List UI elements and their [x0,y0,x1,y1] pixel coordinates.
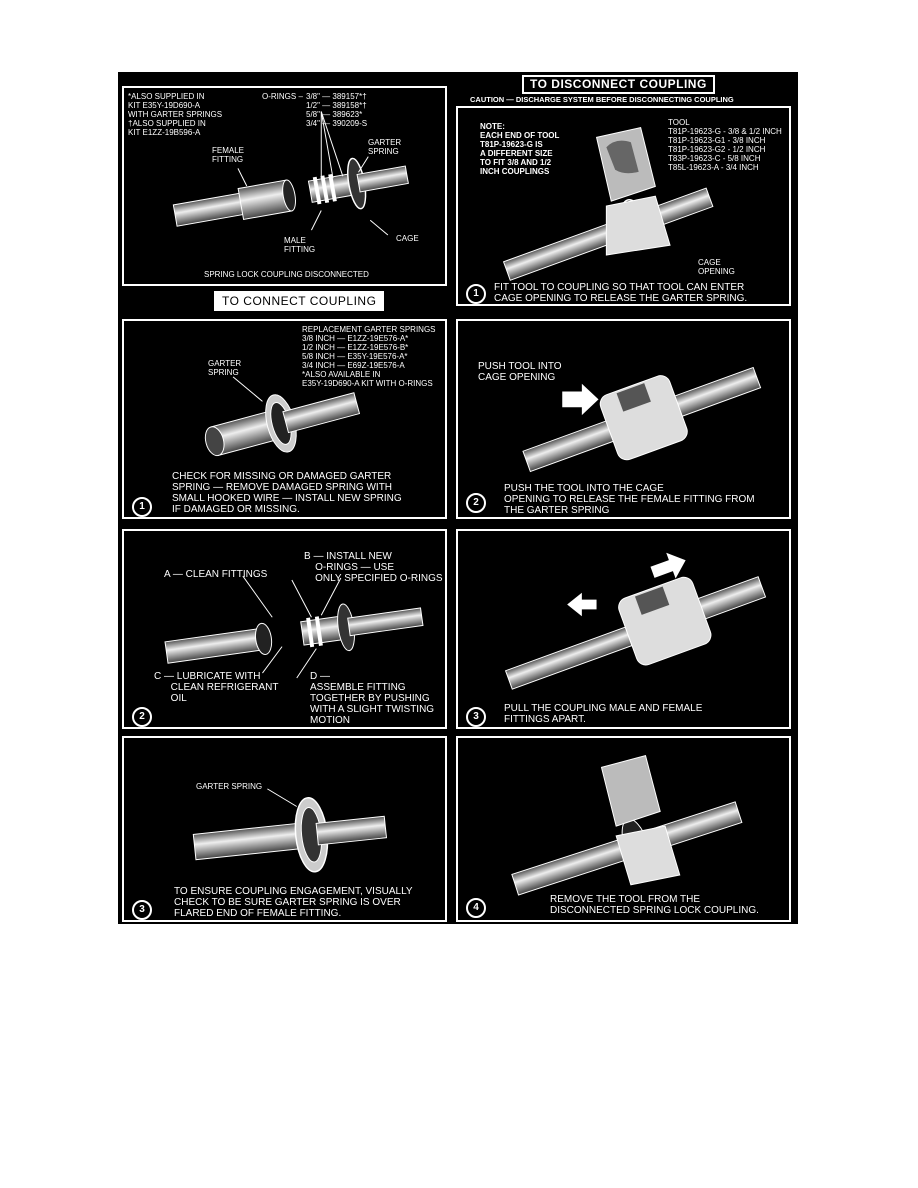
pull-left-arrow-icon [567,592,597,617]
connect-heading: TO CONNECT COUPLING [214,291,385,311]
disconnect-step-4-panel: 4 REMOVE THE TOOL FROM THE DISCONNECTED … [456,736,791,922]
step-number-badge: 2 [466,493,486,513]
tool-fitting-illustration [502,127,714,281]
caution-note: CAUTION — DISCHARGE SYSTEM BEFORE DISCON… [470,95,734,104]
garter-spring-label: GARTER SPRING [368,138,402,156]
procedure-sheet: TO DISCONNECT COUPLING CAUTION — DISCHAR… [118,72,798,924]
engaged-coupling-illustration [192,788,388,873]
kit-supply-note: *ALSO SUPPLIED IN KIT E35Y-19D690-A WITH… [128,92,223,137]
step-instruction: PULL THE COUPLING MALE AND FEMALE FITTIN… [504,703,703,725]
disconnect-heading: TO DISCONNECT COUPLING [522,75,715,94]
disconnect-step-3-panel: 3 PULL THE COUPLING MALE AND FEMALE FITT… [456,529,791,729]
step-number-badge: 3 [132,900,152,920]
assemble-fittings-illustration [164,575,424,679]
disconnect-step-2-panel: PUSH TOOL INTO CAGE OPENING 2 PUSH THE T… [456,319,791,519]
remove-tool-illustration [511,755,743,896]
female-fitting-label: FEMALE FITTING [212,146,245,164]
step-number-badge: 3 [466,707,486,727]
step-number-badge: 1 [466,284,486,304]
overview-panel: *ALSO SUPPLIED IN KIT E35Y-19D690-A WITH… [122,86,447,286]
garter-spring-label: GARTER SPRING [208,359,242,377]
o-rings-label: O-RINGS – [262,92,303,101]
clean-fittings-label: A — CLEAN FITTINGS [164,569,268,580]
tool-part-list: TOOL T81P-19623-G - 3/8 & 1/2 INCH T81P-… [668,118,782,172]
step-instruction: FIT TOOL TO COUPLING SO THAT TOOL CAN EN… [494,282,748,304]
tool-size-note: NOTE: EACH END OF TOOL T81P-19623-G IS A… [480,122,560,176]
overview-caption: SPRING LOCK COUPLING DISCONNECTED [204,270,369,279]
install-o-rings-label: B — INSTALL NEW O-RINGS — USE ONLY SPECI… [304,551,443,584]
push-arrow-icon [562,383,599,416]
o-rings-part-list: 3/8" — 389157*† 1/2" — 389158*† 5/8" — 3… [306,92,368,128]
assemble-label: D — ASSEMBLE FITTING TOGETHER BY PUSHING… [310,671,435,726]
push-tool-illustration [522,366,762,473]
connect-step-2-panel: A — CLEAN FITTINGS B — INSTALL NEW O-RIN… [122,529,447,729]
lubricate-label: C — LUBRICATE WITH CLEAN REFRIGERANT OIL [154,671,279,704]
push-tool-label: PUSH TOOL INTO CAGE OPENING [478,361,562,383]
step-instruction: CHECK FOR MISSING OR DAMAGED GARTER SPRI… [172,471,402,515]
garter-spring-illustration [204,376,361,457]
cage-label: CAGE [396,234,419,243]
cage-opening-label: CAGE OPENING [698,258,735,276]
step-instruction: REMOVE THE TOOL FROM THE DISCONNECTED SP… [550,894,759,916]
replacement-springs-list: REPLACEMENT GARTER SPRINGS 3/8 INCH — E1… [302,325,436,388]
step-number-badge: 1 [132,497,152,517]
garter-spring-label: GARTER SPRING [196,782,263,791]
pull-right-arrow-icon [650,552,686,579]
connect-step-1-panel: REPLACEMENT GARTER SPRINGS 3/8 INCH — E1… [122,319,447,519]
male-fitting-label: MALE FITTING [284,236,316,254]
disconnected-coupling-illustration [172,111,409,236]
pull-apart-illustration [504,552,767,690]
disconnect-step-1-panel: NOTE: EACH END OF TOOL T81P-19623-G IS A… [456,106,791,306]
step-instruction: PUSH THE TOOL INTO THE CAGE OPENING TO R… [504,483,755,516]
step-number-badge: 4 [466,898,486,918]
connect-step-3-panel: GARTER SPRING 3 TO ENSURE COUPLING ENGAG… [122,736,447,922]
step-instruction: TO ENSURE COUPLING ENGAGEMENT, VISUALLY … [174,886,413,919]
step-number-badge: 2 [132,707,152,727]
